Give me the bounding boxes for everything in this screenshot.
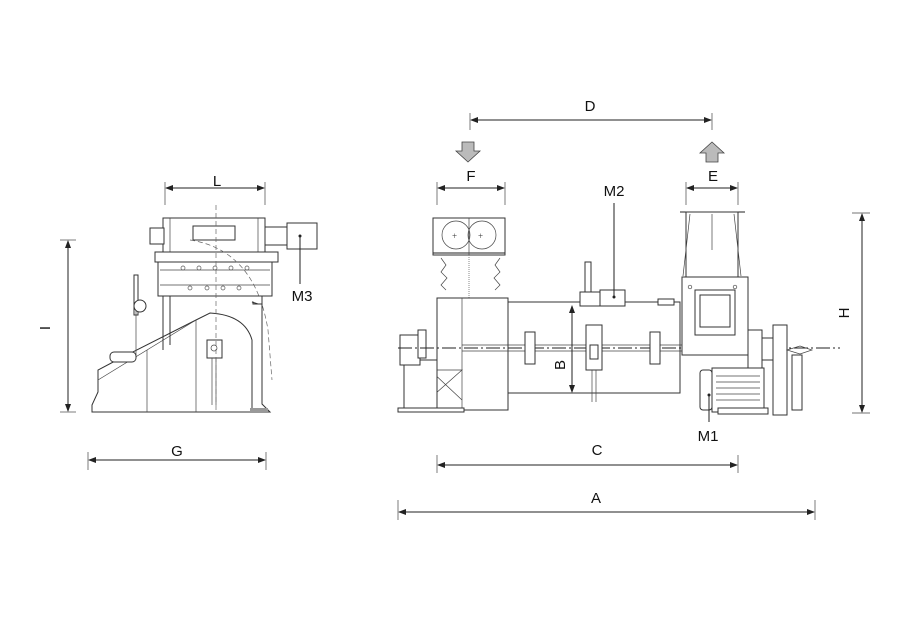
dim-label-f: F <box>466 168 475 185</box>
side-view-machine <box>91 205 318 413</box>
m3-coupling <box>264 226 288 246</box>
arrow-up-icon <box>698 141 726 163</box>
dimension-lines <box>60 113 870 520</box>
dim-label-d: D <box>585 98 596 115</box>
motor-label-m3: M3 <box>292 288 313 305</box>
dim-label-e: E <box>708 168 718 185</box>
arrow-down-icon <box>454 141 482 163</box>
front-view-machine: ++ <box>397 211 840 416</box>
dim-label-i: I <box>37 326 54 330</box>
dim-label-a: A <box>591 490 601 507</box>
dim-label-b: B <box>552 360 569 370</box>
motor-label-m1: M1 <box>698 428 719 445</box>
m1-motor-fan <box>699 369 713 411</box>
m2-motor <box>599 289 626 307</box>
dim-label-h: H <box>836 308 853 319</box>
svg-text:+: + <box>478 231 483 241</box>
dim-label-l: L <box>213 173 221 190</box>
motor-label-m2: M2 <box>604 183 625 200</box>
svg-text:+: + <box>452 231 457 241</box>
m3-motor <box>286 222 318 250</box>
dim-label-c: C <box>592 442 603 459</box>
m1-motor <box>711 367 765 413</box>
dim-label-g: G <box>171 443 183 460</box>
